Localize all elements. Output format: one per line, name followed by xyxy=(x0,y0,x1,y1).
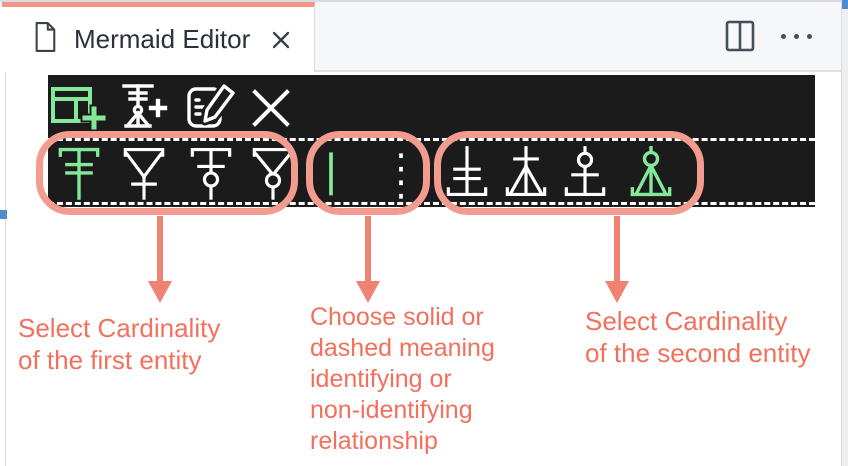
annotation-arrowhead-1 xyxy=(148,281,172,303)
cardinality-second-zero-or-one-button[interactable] xyxy=(557,143,613,201)
scrollbar[interactable] xyxy=(841,0,848,466)
annotation-arrow-2 xyxy=(365,216,371,282)
annotation-line: non-identifying xyxy=(310,396,473,424)
annotation-line: Select Cardinality xyxy=(18,313,221,343)
window-top-border xyxy=(0,0,848,2)
cardinality-first-exactly-one-button[interactable] xyxy=(51,143,107,201)
ellipsis-icon[interactable] xyxy=(781,28,812,45)
annotation-line: of the first entity xyxy=(18,345,202,375)
annotation-arrowhead-2 xyxy=(356,281,380,303)
annotation-arrow-3 xyxy=(614,216,620,282)
tab-mermaid-editor[interactable]: Mermaid Editor xyxy=(2,2,315,72)
tab-title: Mermaid Editor xyxy=(74,24,251,54)
annotation-first-entity: Select Cardinality of the first entity xyxy=(18,312,220,376)
relationship-solid-line-button[interactable] xyxy=(308,143,354,201)
annotation-arrow-1 xyxy=(157,216,163,282)
add-relationship-icon[interactable] xyxy=(114,79,174,137)
mermaid-er-toolbar xyxy=(48,75,815,207)
annotation-line: relationship xyxy=(310,427,438,455)
cardinality-first-zero-or-many-button[interactable] xyxy=(245,143,301,201)
delete-icon[interactable] xyxy=(244,79,298,137)
close-icon[interactable] xyxy=(268,27,294,53)
cardinality-first-zero-or-one-button[interactable] xyxy=(183,143,239,201)
annotation-second-entity: Select Cardinality of the second entity xyxy=(585,305,810,369)
relationship-dashed-line-button[interactable] xyxy=(378,143,424,201)
scroll-position-marker xyxy=(0,210,7,219)
editor-left-border xyxy=(5,2,6,466)
annotation-line: of the second entity xyxy=(585,338,811,368)
toolbar-bottom-dashed-border xyxy=(48,202,815,205)
cardinality-second-one-or-many-button[interactable] xyxy=(498,143,554,201)
cardinality-first-one-or-many-button[interactable] xyxy=(116,143,172,201)
annotation-relationship-style: Choose solid or dashed meaning identifyi… xyxy=(310,302,495,457)
edit-relationship-icon[interactable] xyxy=(182,79,240,137)
cardinality-second-exactly-one-button[interactable] xyxy=(439,143,495,201)
cardinality-second-zero-or-many-button[interactable] xyxy=(622,143,680,201)
annotation-arrowhead-3 xyxy=(605,281,629,303)
add-entity-icon[interactable] xyxy=(50,79,106,137)
split-editor-icon[interactable] xyxy=(725,20,755,52)
annotation-line: dashed meaning xyxy=(310,334,495,362)
annotation-line: Choose solid or xyxy=(310,303,484,331)
file-icon xyxy=(32,21,58,58)
tab-bar xyxy=(315,2,848,72)
scrollbar-top-marker xyxy=(842,0,848,9)
toolbar-dashed-separator xyxy=(48,138,815,141)
annotation-line: identifying or xyxy=(310,365,452,393)
annotation-line: Select Cardinality xyxy=(585,306,788,336)
